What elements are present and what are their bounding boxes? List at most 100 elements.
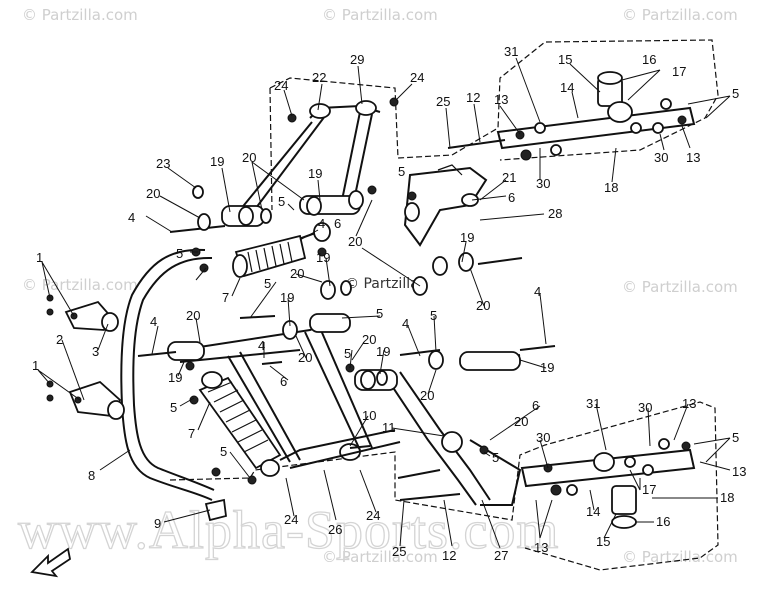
callout-labels: 1 1 2 3 8 9 23 20 4 19 20 24 22 29 24 25… bbox=[32, 44, 746, 563]
callout-27: 27 bbox=[494, 548, 508, 563]
callout-15: 15 bbox=[558, 52, 572, 67]
callout-24: 24 bbox=[274, 78, 288, 93]
callout-5: 5 bbox=[492, 450, 499, 465]
callout-31: 31 bbox=[504, 44, 518, 59]
mount-brackets bbox=[64, 300, 125, 420]
callout-20: 20 bbox=[242, 150, 256, 165]
upper-a-arm bbox=[221, 100, 381, 227]
callout-4: 4 bbox=[318, 216, 325, 231]
watermark-partzilla: © Partzilla.com bbox=[322, 548, 438, 566]
callout-13: 13 bbox=[534, 540, 548, 555]
callout-4: 4 bbox=[258, 338, 265, 353]
callout-9: 9 bbox=[154, 516, 161, 531]
callout-5: 5 bbox=[220, 444, 227, 459]
callout-19: 19 bbox=[540, 360, 554, 375]
callout-4: 4 bbox=[150, 314, 157, 329]
watermark-partzilla: © Partzilla.com bbox=[322, 6, 438, 24]
callout-16: 16 bbox=[642, 52, 656, 67]
callout-3: 3 bbox=[92, 344, 99, 359]
callout-10: 10 bbox=[362, 408, 376, 423]
callout-13: 13 bbox=[494, 92, 508, 107]
callout-19: 19 bbox=[376, 344, 390, 359]
callout-19: 19 bbox=[280, 290, 294, 305]
callout-12: 12 bbox=[466, 90, 480, 105]
callout-4: 4 bbox=[402, 316, 409, 331]
callout-24: 24 bbox=[284, 512, 298, 527]
lower-trailing-arm bbox=[279, 351, 522, 506]
watermark-partzilla: © Partzilla.com bbox=[622, 548, 738, 566]
callout-25: 25 bbox=[436, 94, 450, 109]
callout-7: 7 bbox=[188, 426, 195, 441]
callout-22: 22 bbox=[312, 70, 326, 85]
callout-25: 25 bbox=[392, 544, 406, 559]
callout-2: 2 bbox=[56, 332, 63, 347]
callout-5: 5 bbox=[264, 276, 271, 291]
watermark-partzilla: © Partzilla.com bbox=[22, 276, 138, 294]
steering-knuckle-upper bbox=[403, 164, 488, 247]
callout-21: 21 bbox=[502, 170, 516, 185]
callout-11: 11 bbox=[382, 420, 396, 435]
callout-17: 17 bbox=[672, 64, 686, 79]
callout-6: 6 bbox=[280, 374, 287, 389]
upper-assembly-outline bbox=[269, 39, 719, 161]
callout-6: 6 bbox=[508, 190, 515, 205]
callout-5: 5 bbox=[398, 164, 405, 179]
callout-20: 20 bbox=[146, 186, 160, 201]
watermark-partzilla: © Partzilla.com bbox=[622, 278, 738, 296]
callout-5: 5 bbox=[430, 308, 437, 323]
callout-5: 5 bbox=[344, 346, 351, 361]
callout-16: 16 bbox=[656, 514, 670, 529]
callout-30: 30 bbox=[638, 400, 652, 415]
callout-19: 19 bbox=[308, 166, 322, 181]
callout-20: 20 bbox=[476, 298, 490, 313]
callout-26: 26 bbox=[328, 522, 342, 537]
callout-15: 15 bbox=[596, 534, 610, 549]
watermark-partzilla: © Partzilla.com bbox=[622, 6, 738, 24]
callout-30: 30 bbox=[536, 430, 550, 445]
callout-18: 18 bbox=[720, 490, 734, 505]
callout-12: 12 bbox=[442, 548, 456, 563]
callout-19: 19 bbox=[210, 154, 224, 169]
callout-20: 20 bbox=[186, 308, 200, 323]
callout-5: 5 bbox=[732, 86, 739, 101]
callout-19: 19 bbox=[460, 230, 474, 245]
callout-5: 5 bbox=[176, 246, 183, 261]
watermark-partzilla-center: © Partzilla bbox=[345, 276, 419, 292]
pivot-assembly-upper bbox=[496, 71, 696, 161]
callout-5: 5 bbox=[278, 194, 285, 209]
callout-4: 4 bbox=[128, 210, 135, 225]
upper-shock bbox=[232, 222, 331, 278]
callout-30: 30 bbox=[536, 176, 550, 191]
callout-20: 20 bbox=[362, 332, 376, 347]
callout-7: 7 bbox=[222, 290, 229, 305]
callout-13: 13 bbox=[686, 150, 700, 165]
callout-4: 4 bbox=[534, 284, 541, 299]
callout-20: 20 bbox=[348, 234, 362, 249]
callout-13: 13 bbox=[732, 464, 746, 479]
callout-23: 23 bbox=[156, 156, 170, 171]
callout-13: 13 bbox=[682, 396, 696, 411]
lower-shock bbox=[198, 371, 282, 477]
middle-a-arm bbox=[167, 313, 373, 463]
callout-14: 14 bbox=[586, 504, 600, 519]
callout-30: 30 bbox=[654, 150, 668, 165]
callout-24: 24 bbox=[366, 508, 380, 523]
watermark-alpha-sports: www.Alpha-Sports.com bbox=[18, 500, 559, 560]
callout-1: 1 bbox=[36, 250, 43, 265]
callout-20: 20 bbox=[290, 266, 304, 281]
callout-20: 20 bbox=[514, 414, 528, 429]
leader-lines bbox=[37, 57, 731, 549]
callout-5: 5 bbox=[376, 306, 383, 321]
callout-29: 29 bbox=[350, 52, 364, 67]
callout-20: 20 bbox=[420, 388, 434, 403]
callout-20: 20 bbox=[298, 350, 312, 365]
callout-24: 24 bbox=[410, 70, 424, 85]
callout-6: 6 bbox=[334, 216, 341, 231]
callout-6: 6 bbox=[532, 398, 539, 413]
callout-31: 31 bbox=[586, 396, 600, 411]
callout-5: 5 bbox=[732, 430, 739, 445]
callout-18: 18 bbox=[604, 180, 618, 195]
direction-arrow-icon bbox=[30, 547, 72, 578]
callout-8: 8 bbox=[88, 468, 95, 483]
